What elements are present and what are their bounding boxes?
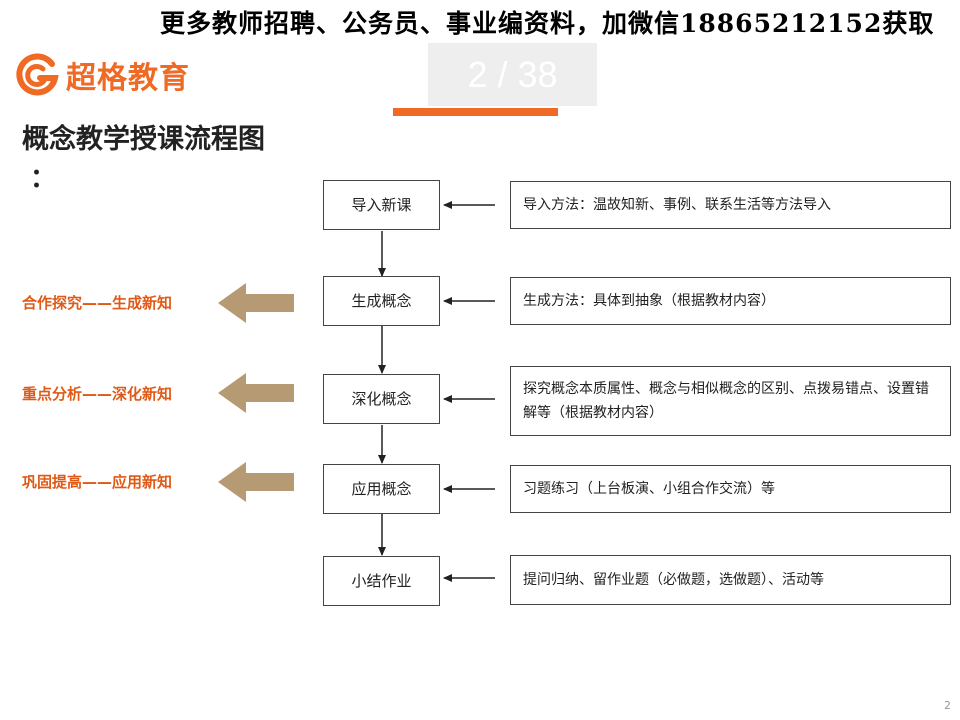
side-label-analyze: 重点分析——深化新知 [22, 385, 173, 403]
desc-text-deepen: 探究概念本质属性、概念与相似概念的区别、点拨易错点、设置错解等（根据教材内容） [523, 381, 929, 421]
logo-text: 超格教育 [66, 61, 190, 96]
step-box-apply: 应用概念 [323, 464, 440, 514]
title-colon: ： [30, 164, 57, 194]
progress-underline [393, 108, 558, 116]
step-box-deepen: 深化概念 [323, 374, 440, 424]
side-label-consolidate: 巩固提高——应用新知 [22, 473, 173, 491]
side-arrow-1 [218, 283, 294, 323]
page-title: 概念教学授课流程图 [22, 124, 265, 155]
side-label-cooperate: 合作探究——生成新知 [22, 294, 173, 312]
step-box-intro: 导入新课 [323, 180, 440, 230]
desc-text-intro: 导入方法：温故知新、事例、联系生活等方法导入 [523, 197, 831, 213]
logo-icon [16, 53, 59, 96]
logo: 超格教育 [14, 52, 190, 98]
desc-box-generate: 生成方法：具体到抽象（根据教材内容） [510, 277, 951, 325]
step-box-generate: 生成概念 [323, 276, 440, 326]
step-box-summary: 小结作业 [323, 556, 440, 606]
desc-box-apply: 习题练习（上台板演、小组合作交流）等 [510, 465, 951, 513]
desc-box-deepen: 探究概念本质属性、概念与相似概念的区别、点拨易错点、设置错解等（根据教材内容） [510, 366, 951, 436]
desc-text-generate: 生成方法：具体到抽象（根据教材内容） [523, 293, 775, 309]
page-counter: 2 / 38 [428, 43, 597, 106]
side-arrow-2 [218, 373, 294, 413]
page-number: 2 [944, 699, 951, 712]
desc-text-summary: 提问归纳、留作业题（必做题，选做题）、活动等 [523, 572, 824, 588]
desc-text-apply: 习题练习（上台板演、小组合作交流）等 [523, 481, 775, 497]
desc-box-intro: 导入方法：温故知新、事例、联系生活等方法导入 [510, 181, 951, 229]
side-arrow-3 [218, 462, 294, 502]
desc-box-summary: 提问归纳、留作业题（必做题，选做题）、活动等 [510, 555, 951, 605]
promo-banner: 更多教师招聘、公务员、事业编资料，加微信18865212152获取 [160, 9, 935, 38]
